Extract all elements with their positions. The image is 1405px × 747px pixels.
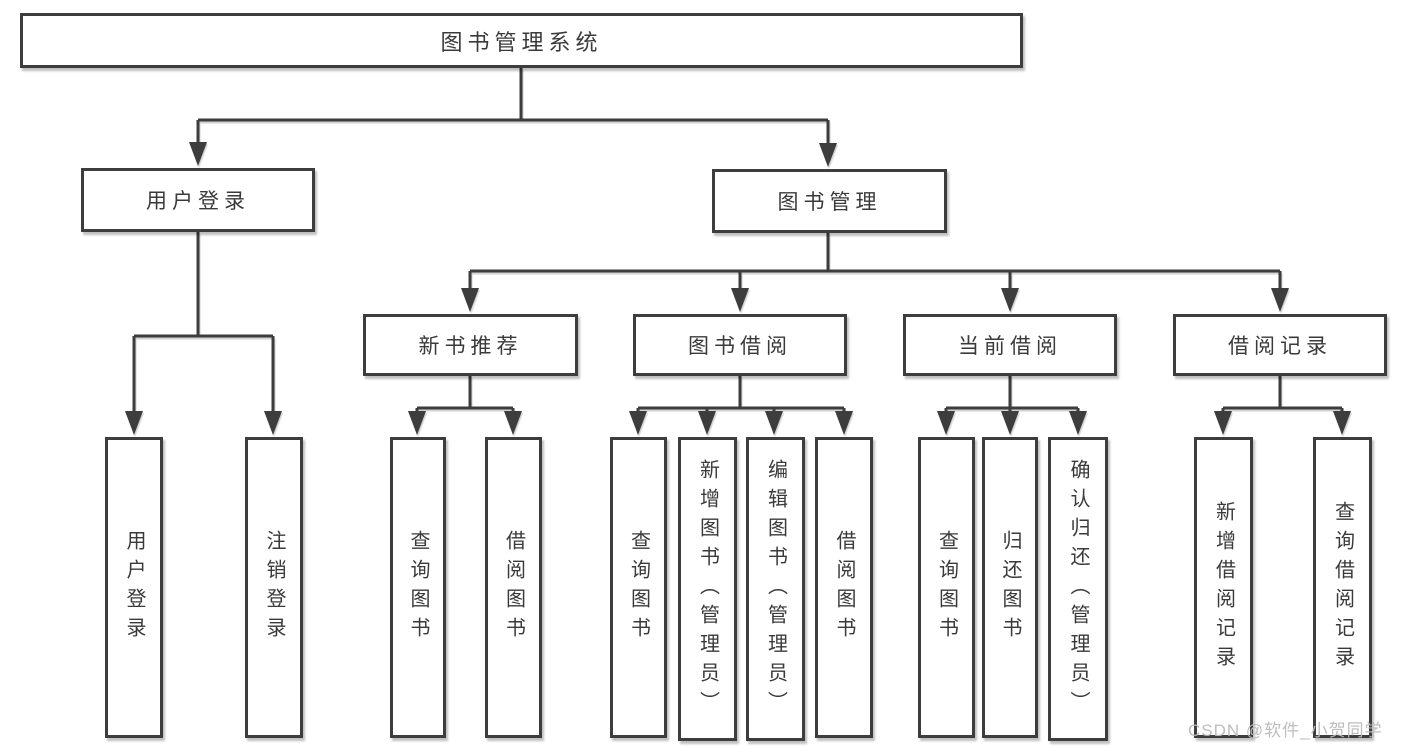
node-label: 图书管理系统 xyxy=(440,29,603,55)
node-new-book: 新书推荐 xyxy=(363,314,578,376)
leaf-current-return: 归还图书 xyxy=(982,437,1038,738)
leaf-label: 查询图书 xyxy=(407,529,429,646)
node-book-borrow: 图书借阅 xyxy=(633,314,847,376)
leaf-borrow-query: 查询图书 xyxy=(610,437,667,738)
leaf-label: 编辑图书（管理员） xyxy=(764,458,787,720)
arrowhead xyxy=(937,411,955,435)
node-current-borrow: 当前借阅 xyxy=(903,314,1117,376)
leaf-current-confirm: 确认归还（管理员） xyxy=(1048,437,1108,741)
connector-root xyxy=(196,68,830,151)
arrowhead xyxy=(408,411,426,435)
leaf-newbook-borrow: 借阅图书 xyxy=(485,437,542,738)
node-label: 图书管理 xyxy=(777,191,882,214)
arrowhead xyxy=(264,411,282,435)
arrowhead xyxy=(125,411,143,435)
arrowhead xyxy=(1001,288,1019,312)
arrowhead xyxy=(731,288,749,312)
leaf-label: 查询图书 xyxy=(935,529,958,646)
arrowhead xyxy=(1069,411,1087,435)
leaf-user-login: 用户登录 xyxy=(105,437,163,738)
leaf-label: 归还图书 xyxy=(999,529,1021,646)
node-label: 用户登录 xyxy=(146,190,250,213)
leaf-current-query: 查询图书 xyxy=(918,437,975,738)
node-label: 当前借阅 xyxy=(958,335,1062,358)
leaf-record-add: 新增借阅记录 xyxy=(1194,437,1253,738)
arrowhead xyxy=(1333,411,1351,435)
arrowhead xyxy=(1001,411,1019,435)
node-label: 借阅记录 xyxy=(1228,335,1332,358)
arrowhead xyxy=(835,411,853,435)
arrowhead xyxy=(504,411,522,435)
node-user-login: 用户登录 xyxy=(81,168,315,232)
node-label: 图书借阅 xyxy=(688,335,792,358)
arrowhead xyxy=(461,288,479,312)
leaf-label: 用户登录 xyxy=(123,529,145,646)
connector-book-borrow xyxy=(636,376,846,418)
connector-book-mgmt xyxy=(468,233,1282,295)
arrowhead xyxy=(765,411,783,435)
leaf-newbook-query: 查询图书 xyxy=(390,437,446,738)
arrowhead xyxy=(189,142,207,166)
leaf-label: 新增借阅记录 xyxy=(1212,500,1235,675)
node-borrow-record: 借阅记录 xyxy=(1173,314,1387,376)
leaf-label: 注销登录 xyxy=(263,529,285,646)
arrowhead xyxy=(819,143,837,167)
leaf-label: 查询借阅记录 xyxy=(1331,500,1354,675)
leaf-borrow-edit: 编辑图书（管理员） xyxy=(746,437,805,741)
leaf-borrow-borrow: 借阅图书 xyxy=(815,437,873,738)
leaf-label: 借阅图书 xyxy=(833,529,855,646)
node-root: 图书管理系统 xyxy=(20,13,1023,68)
leaf-label: 查询图书 xyxy=(627,529,650,646)
node-label: 新书推荐 xyxy=(418,335,523,358)
leaf-label: 借阅图书 xyxy=(502,529,525,646)
leaf-borrow-add: 新增图书（管理员） xyxy=(678,437,737,741)
leaf-record-query: 查询借阅记录 xyxy=(1313,437,1372,738)
connector-borrow-record xyxy=(1221,376,1344,418)
leaf-logout: 注销登录 xyxy=(245,437,303,738)
watermark-text: CSDN @软件_小贺同学 xyxy=(1188,721,1383,740)
arrowhead xyxy=(1214,411,1232,435)
arrowhead xyxy=(698,411,716,435)
connector-user-login xyxy=(132,232,275,418)
node-book-mgmt: 图书管理 xyxy=(712,169,947,233)
arrowhead xyxy=(1271,288,1289,312)
leaf-label: 新增图书（管理员） xyxy=(696,458,719,720)
leaf-label: 确认归还（管理员） xyxy=(1067,458,1089,720)
connector-new-book xyxy=(415,376,515,418)
arrowhead xyxy=(629,411,647,435)
